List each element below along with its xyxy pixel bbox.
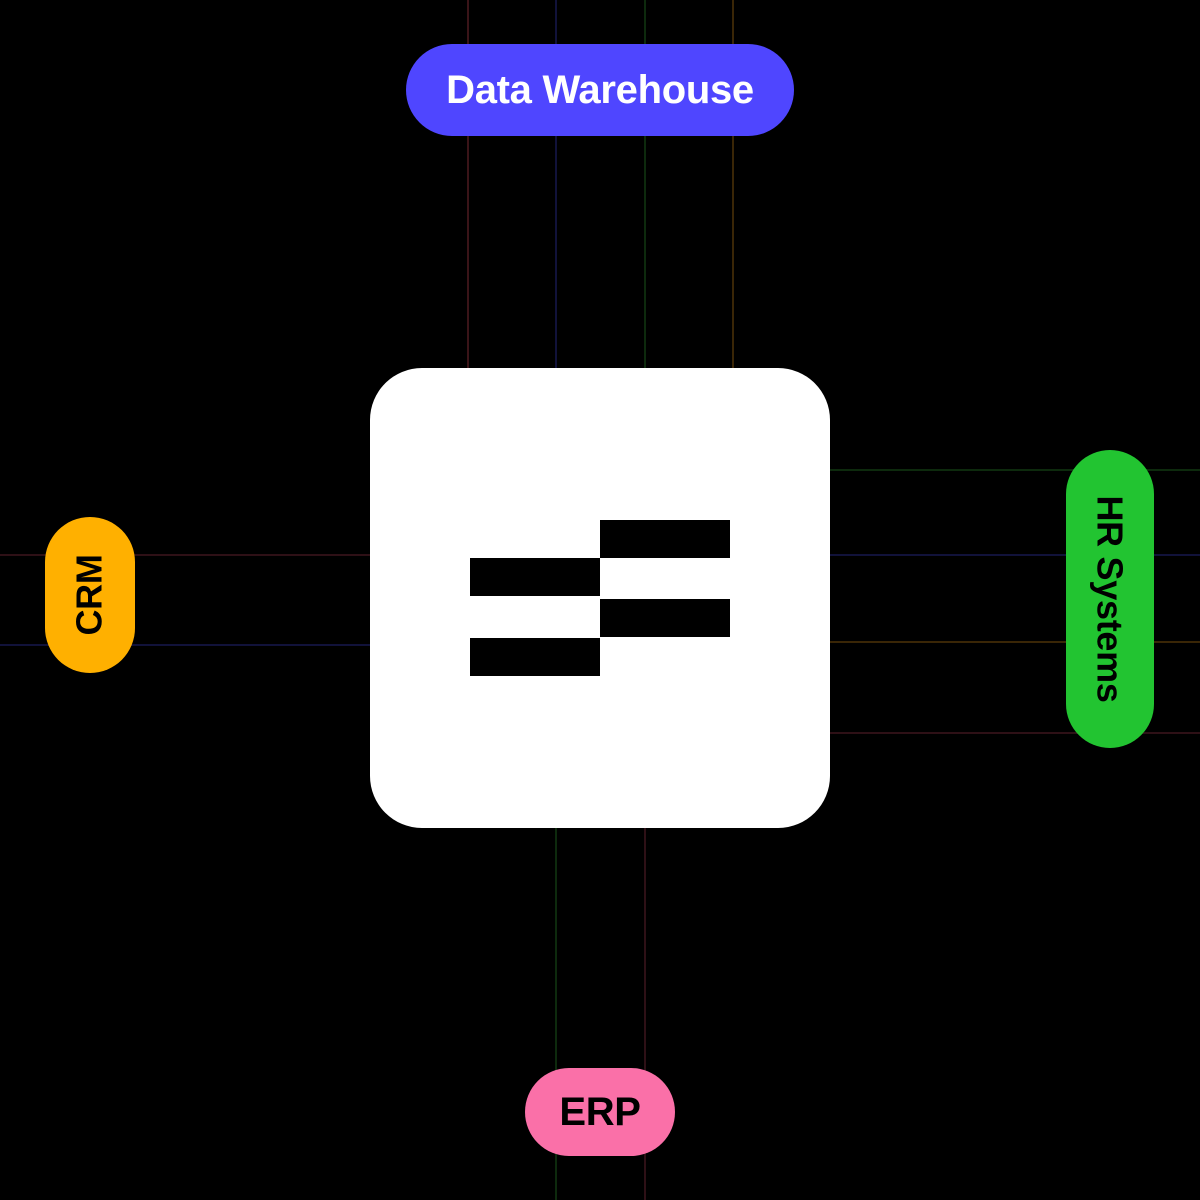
connector-line-left-2 [0,644,370,646]
logo-bar-4 [470,638,600,676]
node-pill-erp[interactable]: ERP [525,1068,675,1156]
node-label-data-warehouse: Data Warehouse [446,67,754,112]
node-pill-crm[interactable]: CRM [45,517,135,673]
connector-line-bottom-2 [644,828,646,1200]
node-pill-data-warehouse[interactable]: Data Warehouse [406,44,794,136]
node-label-crm: CRM [69,554,110,636]
connector-line-top-1 [467,0,469,368]
connector-line-right-2 [830,554,1200,556]
hub-logo-icon [470,520,730,676]
connector-line-left-1 [0,554,370,556]
connector-line-right-3 [830,641,1200,643]
node-label-hr-systems: HR Systems [1090,495,1132,703]
connector-line-top-4 [732,0,734,368]
logo-bar-1 [600,520,730,558]
connector-line-right-4 [830,732,1200,734]
logo-bar-3 [600,599,730,637]
connector-line-right-1 [830,469,1200,471]
connector-line-bottom-1 [555,828,557,1200]
node-pill-hr-systems[interactable]: HR Systems [1066,450,1154,748]
hub-card[interactable] [370,368,830,828]
node-label-erp: ERP [559,1089,641,1134]
connector-line-top-3 [644,0,646,368]
logo-bar-2 [470,558,600,596]
connector-line-top-2 [555,0,557,368]
